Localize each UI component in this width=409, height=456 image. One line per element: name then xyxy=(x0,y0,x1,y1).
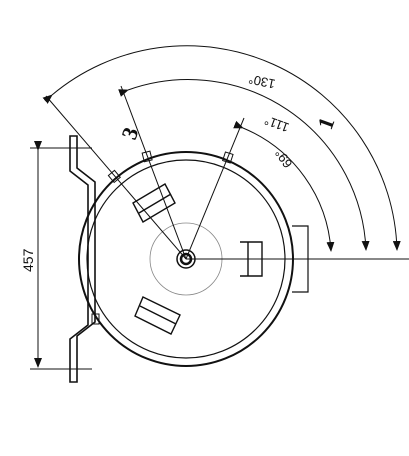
angle-radials xyxy=(45,85,409,260)
mounting-bracket xyxy=(69,135,96,383)
item-label-1: 1 xyxy=(312,114,339,133)
angle-label-130: 130° xyxy=(247,71,276,91)
angle-label-69: 69° xyxy=(272,146,296,171)
rim-tabs xyxy=(91,150,234,325)
angle-label-111: 111° xyxy=(262,113,291,136)
height-dimension-label: 457 xyxy=(20,248,36,272)
internal-outlet-upper xyxy=(132,183,176,223)
item-label-3: 3 xyxy=(116,124,143,143)
internal-outlet-lower xyxy=(134,296,181,335)
angle-arcs xyxy=(42,45,401,252)
